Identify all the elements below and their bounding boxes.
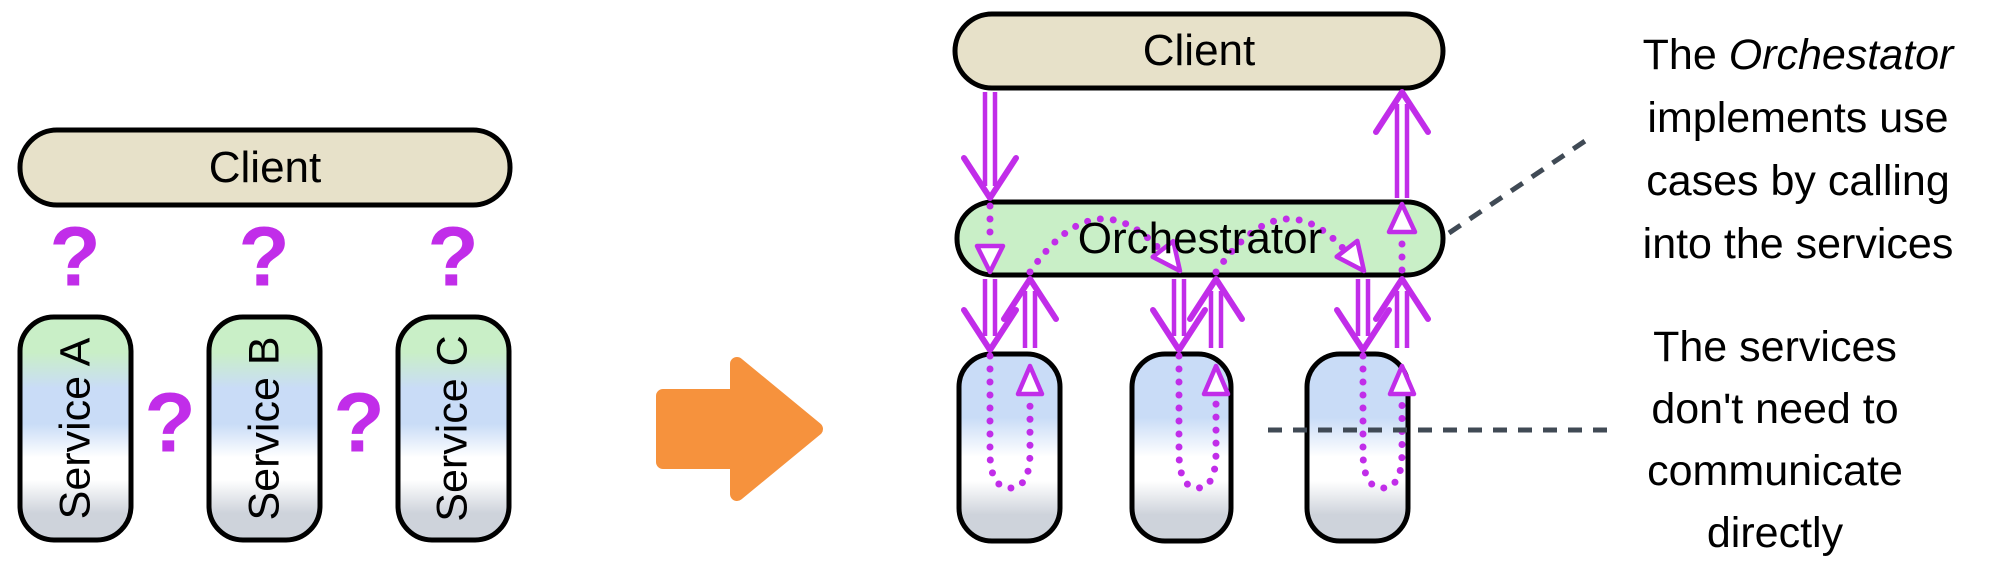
left-service-c-label: Service C [429,335,478,522]
call-arrow-orchestrator-to-service2 [1150,279,1208,353]
dotted-flow-inside-service1 [986,352,1045,492]
orchestrator-note-line1: The Orchestator [1642,31,1954,79]
left-service-b-label: Service B [240,336,289,521]
dotted-flow-through-orchestrator-right [1386,201,1418,274]
return-arrow-service1-to-orchestrator [1001,276,1059,348]
call-arrow-orchestrator-to-service3 [1334,279,1392,353]
return-arrow-service3-to-orchestrator [1373,276,1431,348]
orchestrator-note-line2: implements use [1647,94,1949,142]
services-note-line4: directly [1706,509,1844,557]
question-mark-client-service-c: ? [427,209,479,304]
left-client-box [17,127,513,208]
orchestrator-note-line3: cases by calling [1646,157,1950,205]
dotted-flow-through-orchestrator-left [974,202,1006,275]
left-service-b-box [206,314,323,543]
dotted-arc-service2-return-to-service3-call [1212,215,1367,276]
services-note-line3: communicate [1647,447,1903,495]
orchestrator-box [954,199,1446,278]
dotted-flow-inside-service2 [1175,352,1231,492]
left-client-label: Client [208,142,322,192]
dotted-arc-service1-return-to-service2-call [1026,215,1183,276]
right-client-box [952,11,1446,91]
leader-line-orchestrator-note [1447,136,1590,236]
services-note: The services don't need to communicate d… [1608,316,1942,561]
call-arrow-client-to-orchestrator [961,92,1019,201]
services-note-line2: don't need to [1651,385,1899,433]
left-service-c-box [395,314,512,543]
right-client-label: Client [1142,26,1256,75]
call-arrow-orchestrator-to-service1 [961,279,1019,353]
orchestrator-label: Orchestrator [1077,213,1323,263]
left-service-a-box [17,314,134,543]
orchestrator-note-line4: into the services [1642,220,1954,268]
question-mark-service-b-c: ? [333,375,385,470]
dotted-flow-inside-service3 [1359,352,1417,492]
left-service-a-label: Service A [51,337,100,520]
return-arrow-orchestrator-to-client [1373,89,1431,198]
orchestrator-note: The Orchestator implements use cases by … [1598,24,1995,276]
right-service-1-box [956,351,1063,544]
right-service-3-box [1304,351,1411,544]
question-mark-client-service-b: ? [238,209,290,304]
services-note-line1: The services [1653,323,1897,371]
question-mark-service-a-b: ? [144,375,196,470]
question-mark-client-service-a: ? [49,209,101,304]
return-arrow-service2-to-orchestrator [1187,276,1245,348]
orchestrator-note-italic: Orchestator [1728,31,1954,79]
right-arrow-icon [656,357,823,501]
